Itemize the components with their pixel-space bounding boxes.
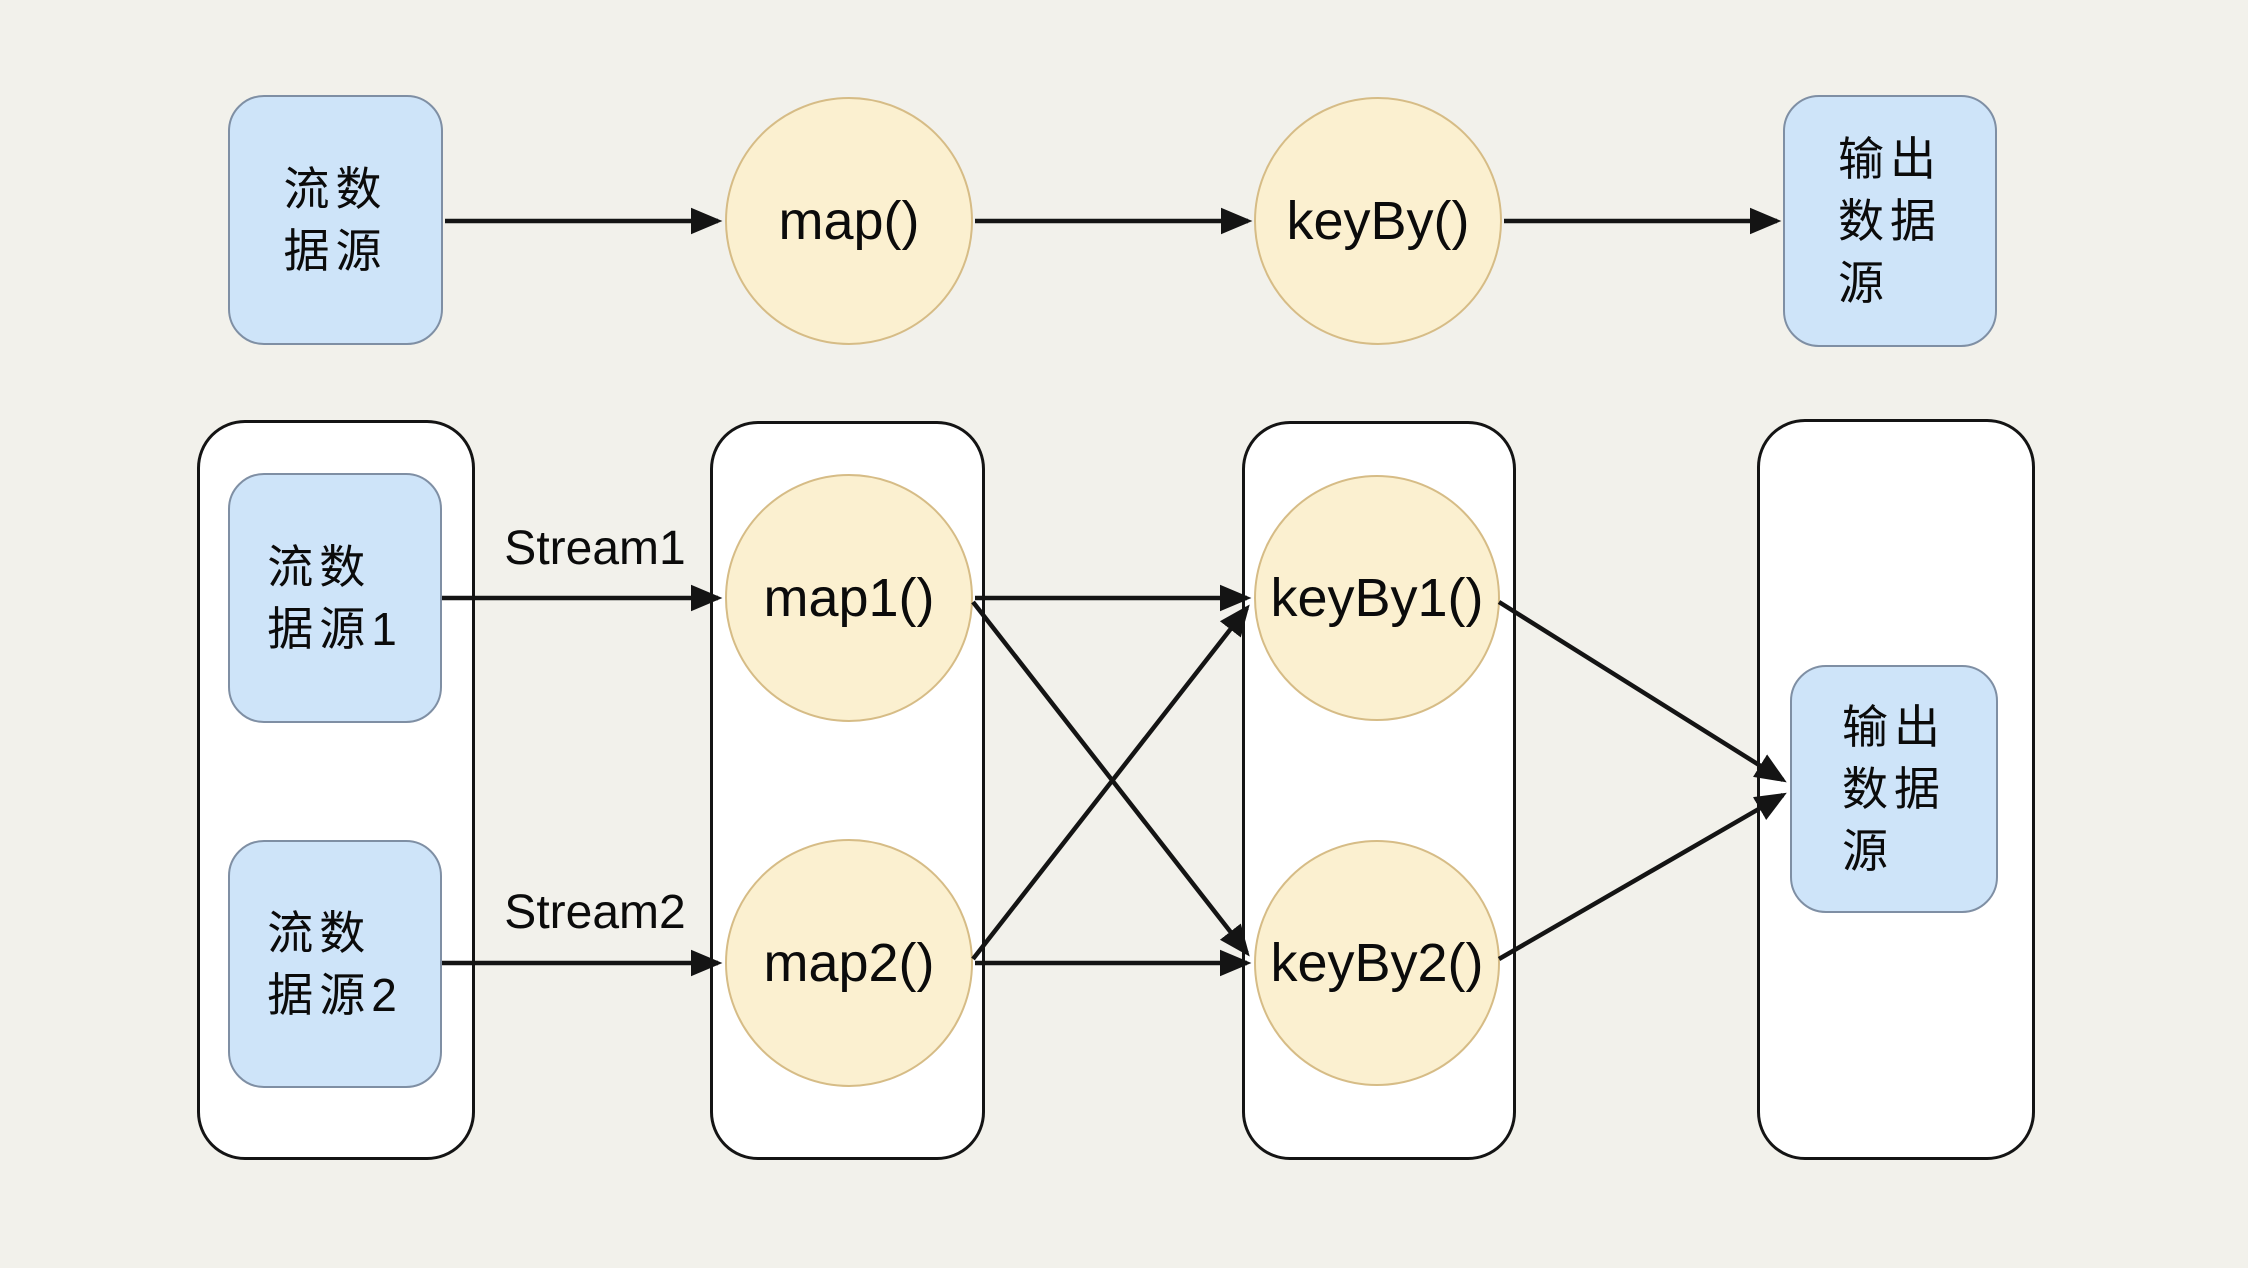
keyby-operator-node: keyBy(): [1254, 97, 1502, 345]
keyby2-operator-label: keyBy2(): [1270, 933, 1484, 993]
map-operator-label: map(): [778, 191, 920, 251]
map1-operator-node: map1(): [725, 474, 973, 722]
stream-source-node: 流数 据源: [228, 95, 443, 345]
keyby1-operator-label: keyBy1(): [1270, 568, 1484, 628]
arrow-map1-to-keyby2: [971, 600, 1250, 957]
map2-operator-label: map2(): [763, 933, 935, 993]
map-operator-node: map(): [725, 97, 973, 345]
keyby-operator-label: keyBy(): [1286, 191, 1470, 251]
keyby2-operator-node: keyBy2(): [1254, 840, 1500, 1086]
stream-source1-node: 流数 据源1: [228, 473, 442, 723]
stream1-edge-label: Stream1: [504, 522, 686, 575]
map1-operator-label: map1(): [763, 568, 935, 628]
arrow-keyby2-to-output: [1497, 792, 1787, 961]
stream-source-label: 流数 据源: [283, 162, 388, 277]
stream2-edge-label: Stream2: [504, 886, 686, 939]
map2-operator-node: map2(): [725, 839, 973, 1087]
arrow-map2-to-keyby1: [971, 604, 1250, 961]
stream-source2-label: 流数 据源2: [267, 906, 403, 1021]
output-sink-node: 输出 数据 源: [1783, 95, 1997, 347]
stream-source1-label: 流数 据源1: [267, 540, 403, 655]
output-sink-label: 输出 数据 源: [1838, 132, 1942, 310]
stream-source2-node: 流数 据源2: [228, 840, 442, 1088]
arrow-keyby1-to-output: [1497, 600, 1787, 783]
output-sink2-node: 输出 数据 源: [1790, 665, 1998, 913]
keyby1-operator-node: keyBy1(): [1254, 475, 1500, 721]
output-sink2-label: 输出 数据 源: [1842, 700, 1946, 878]
